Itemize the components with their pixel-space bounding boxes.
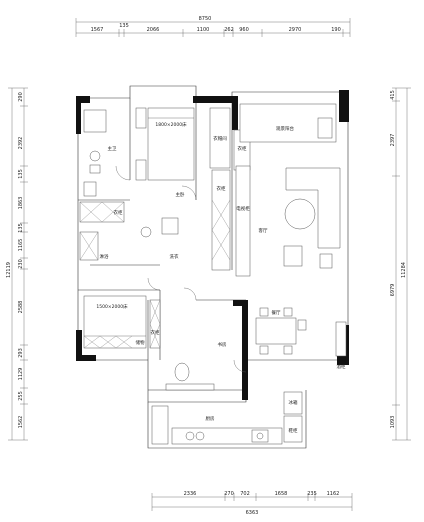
fridge [283,391,303,415]
kitchen-counter-left [151,405,169,445]
left-seg-2: 2392 [18,137,24,150]
master-bedroom: 1800×2000床 主卧 衣帽间 [135,107,231,198]
left-seg-1: 290 [18,92,24,102]
fridge-label: 冰箱 [289,399,298,406]
study-desk [165,383,215,391]
closet-label-3: 衣柜 [151,329,160,336]
master-bed [147,107,195,181]
bottom-seg-6: 1162 [327,491,340,497]
closets: 衣柜 衣柜 衣柜 衣柜 [79,129,251,349]
wardrobe-master [209,107,231,169]
nightstand-left [135,107,147,129]
storage-label: 储物 [136,339,145,346]
bottom-seg-4: 1658 [275,491,288,497]
kitchen: 厨房 冰箱 鞋柜 [151,391,303,445]
study-chair [174,362,190,382]
left-seg-8: 2588 [18,301,24,314]
balcony-label: 观景阳台 [276,125,294,132]
master-bath-label: 主卫 [108,145,117,152]
bathtub [83,109,107,133]
second-bathroom: 淋浴 洗衣 [79,217,179,261]
balcony-plant [317,117,333,139]
coffee-table [284,198,316,230]
left-seg-6: 1165 [18,239,24,252]
side-table [319,253,333,269]
shoe-label: 鞋柜 [289,427,298,434]
right-seg-3: 6979 [390,284,396,297]
top-seg-8: 190 [331,27,341,33]
left-seg-7: 230 [18,259,24,269]
left-dimension-chain: 12119 290 2392 135 1863 135 1165 230 258… [6,87,28,441]
top-total-label: 8750 [199,16,212,22]
right-dimension-chain: 11284 415 2397 6979 1093 [390,87,411,441]
wine-cabinet-label: 酒柜 [337,363,346,370]
left-seg-10: 1129 [18,368,24,381]
closet-label-4: 衣柜 [238,145,247,152]
wine-cabinet [335,321,347,357]
bottom-seg-3: 702 [240,491,250,497]
right-total-label: 11284 [401,262,407,278]
bottom-seg-2: 270 [224,491,234,497]
dining-area: 餐厅 酒柜 [255,307,347,370]
left-seg-3: 135 [18,169,24,179]
study-room: 书房 [165,341,227,391]
closet-label-2: 衣柜 [217,185,226,192]
master-bed-label: 1800×2000床 [155,121,187,128]
tv-cabinet-label: 电视柜 [236,205,250,212]
dining-table [255,317,297,345]
bottom-total-label: 6363 [246,510,259,516]
nightstand-right [135,159,147,181]
living-label: 客厅 [259,227,268,234]
left-seg-9: 293 [18,348,24,358]
tv-cabinet [235,165,251,277]
washbasin [161,217,179,235]
dining-label: 餐厅 [272,309,281,316]
study-label: 书房 [218,341,227,348]
master-bedroom-label: 主卧 [176,191,185,198]
top-seg-4: 1100 [197,27,210,33]
top-seg-5: 262 [224,27,234,33]
shoe-cabinet [283,415,303,443]
utility-label: 洗衣 [170,253,179,260]
top-seg-3: 2066 [147,27,160,33]
left-total-label: 12119 [6,262,12,278]
sofa [285,167,341,249]
left-seg-12: 1562 [18,416,24,429]
left-seg-11: 255 [18,391,24,401]
second-bed [83,295,147,349]
armchair [283,245,303,267]
toilet-master [89,150,101,162]
closet-second-bedroom [149,299,161,349]
top-dimension-chain: 8750 1567 135 2066 1100 262 960 2970 190 [75,16,351,37]
bottom-dimension-chain: 2336 270 702 1658 235 1162 6363 [151,491,353,516]
toilet-second [140,226,152,238]
door-swings [115,165,247,373]
top-seg-6: 960 [239,27,249,33]
living-room: 观景阳台 电视柜 客厅 [235,103,341,277]
left-seg-5: 135 [18,223,24,233]
kitchen-label: 厨房 [206,415,215,422]
closet-tall [211,169,231,271]
shower-label: 淋浴 [100,253,109,260]
right-seg-4: 1093 [390,416,396,429]
right-seg-2: 2397 [390,134,396,147]
left-seg-4: 1863 [18,197,24,210]
top-seg-7: 2970 [289,27,302,33]
bottom-seg-5: 235 [307,491,317,497]
bottom-seg-1: 2336 [184,491,197,497]
wardrobe-label-a: 衣帽间 [213,135,227,142]
top-seg-2: 135 [119,23,129,29]
top-seg-1: 1567 [91,27,104,33]
closet-label-1: 衣柜 [114,209,123,216]
second-bed-label: 1500×2000床 [96,303,128,310]
right-seg-1: 415 [390,90,396,100]
master-bathroom: 主卫 [83,109,117,197]
second-bedroom: 1500×2000床 储物 [83,295,147,349]
